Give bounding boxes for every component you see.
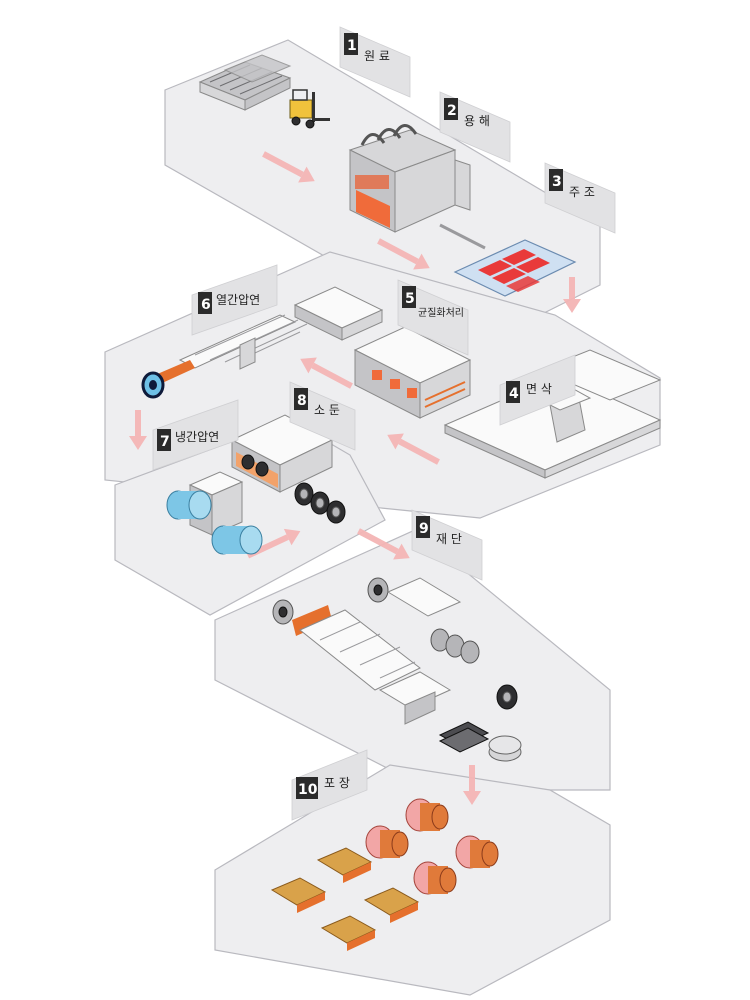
forklift [289, 89, 330, 129]
step-name: 포 장 [324, 776, 350, 790]
packed-sheet-bundle [270, 877, 327, 913]
step-label-slitting: 9 재 단 [411, 509, 483, 581]
packed-coil [413, 861, 457, 895]
packed-products [270, 798, 499, 951]
step-label-cold-rolling: 7 냉간압연 [152, 399, 239, 471]
step-name: 면 삭 [526, 382, 552, 396]
packed-coil [405, 798, 449, 832]
flow-arrow-slitting-to-packing [463, 765, 481, 805]
step-number: 2 [447, 103, 457, 119]
step-number: 8 [297, 393, 307, 409]
packed-coil [365, 825, 409, 859]
step-number: 7 [160, 434, 170, 450]
flow-arrow-raw-to-melting [262, 151, 315, 183]
step-number: 3 [552, 174, 562, 190]
step-number: 5 [405, 291, 415, 307]
flow-arrow-casting-to-scalping [563, 277, 581, 313]
step-name: 열간압연 [216, 293, 260, 307]
packed-sheet-bundle [363, 887, 420, 923]
flow-arrow-hot-to-cold-rolling [129, 410, 147, 450]
casting-mold [453, 239, 577, 297]
step-label-packing: 10 포 장 [291, 749, 368, 821]
melting-furnace [348, 124, 486, 250]
hot-rolling-line [141, 286, 384, 399]
step-name: 균질화처리 [418, 307, 464, 319]
step-name: 주 조 [569, 185, 595, 199]
step-label-raw-material: 1 원 료 [339, 26, 411, 98]
step-label-homogenizing: 5 균질화처리 [397, 279, 469, 356]
cold-rolling-mill [166, 471, 263, 555]
step-number: 4 [509, 386, 519, 402]
homogenizing-furnace [353, 326, 472, 419]
step-name: 재 단 [436, 532, 462, 546]
step-name: 냉간압연 [175, 430, 219, 444]
flow-arrow-cold-rolling-to-annealing [246, 528, 301, 559]
slitting-line [272, 577, 522, 762]
step-label-melting: 2 용 해 [439, 91, 511, 163]
step-name: 용 해 [464, 114, 490, 128]
step-number: 1 [347, 38, 357, 54]
step-number: 10 [298, 782, 318, 798]
packed-coil [455, 835, 499, 869]
flow-arrow-scalping-to-homogenizing [387, 433, 440, 465]
step-label-hot-rolling: 6 열간압연 [191, 264, 278, 336]
step-name: 소 둔 [314, 403, 340, 417]
step-label-annealing: 8 소 둔 [289, 381, 356, 451]
step-number: 9 [419, 521, 429, 537]
packed-sheet-bundle [320, 915, 377, 951]
packed-sheet-bundle [316, 847, 373, 883]
raw-material-ingot-stacks [198, 54, 292, 111]
step-label-casting: 3 주 조 [544, 162, 616, 234]
step-name: 원 료 [364, 49, 390, 63]
flow-arrow-annealing-to-slitting [357, 528, 410, 560]
flow-arrow-homogenizing-to-hot-rolling [300, 357, 353, 389]
zone-packing [214, 764, 611, 996]
step-number: 6 [201, 297, 211, 313]
flow-arrow-melting-to-casting [377, 238, 430, 270]
step-label-scalping: 4 면 삭 [499, 354, 576, 426]
